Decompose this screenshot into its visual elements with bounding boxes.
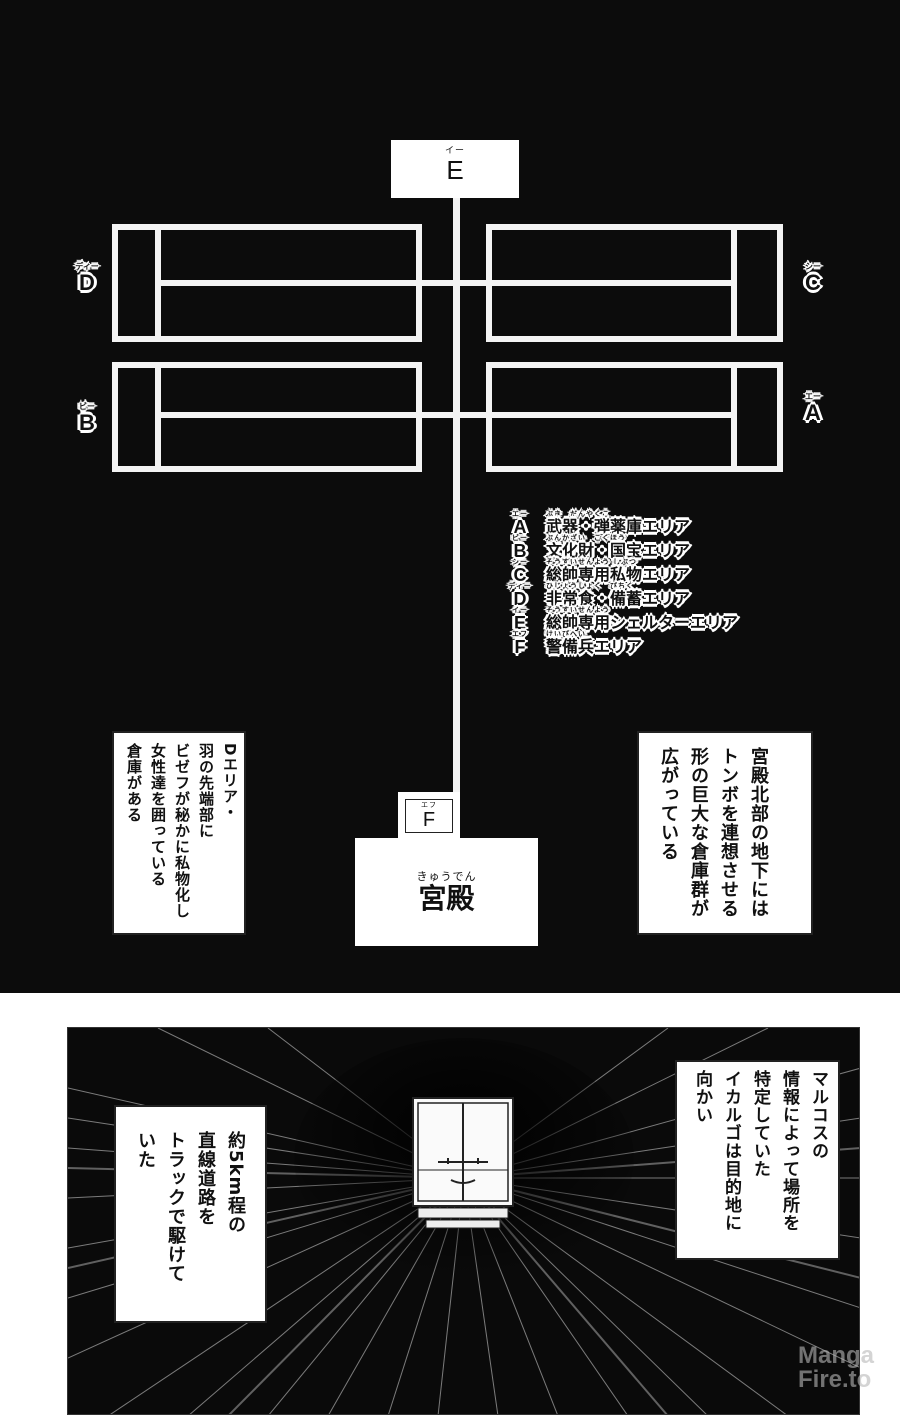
wing-c-corridor	[460, 280, 731, 286]
wing-a-divider	[731, 362, 737, 472]
wing-b-divider	[155, 362, 161, 472]
palace-ruby: きゅうでん	[416, 870, 477, 883]
watermark-line1: Manga	[797, 1342, 874, 1369]
wing-a-corridor	[460, 412, 731, 418]
wing-c-divider	[731, 224, 737, 342]
central-spine	[453, 198, 460, 838]
caption-left-top: Dエリア・ 羽の先端部に ビゼフが秘かに私物化し 女性達を囲っている 倉庫がある	[112, 731, 246, 935]
caption-left-bottom-text: 約5km程の 直線道路を トラックで駆けて いた	[135, 1131, 246, 1283]
area-f-ruby: エフ	[421, 801, 437, 809]
wing-d-divider	[155, 224, 161, 342]
caption-left-bottom: 約5km程の 直線道路を トラックで駆けて いた	[114, 1105, 267, 1323]
caption-right-top: 宮殿北部の地下には トンボを連想させる 形の巨大な倉庫群が 広がっている	[637, 731, 813, 935]
area-f-label: F	[422, 809, 436, 831]
watermark-line2: Fire.to	[797, 1366, 872, 1393]
caption-left-top-text: Dエリア・ 羽の先端部に ビゼフが秘かに私物化し 女性達を囲っている 倉庫がある	[125, 743, 239, 919]
palace-label: 宮殿	[418, 882, 475, 915]
watermark: Manga Fire.to	[798, 1344, 874, 1392]
caption-right-top-text: 宮殿北部の地下には トンボを連想させる 形の巨大な倉庫群が 広がっている	[658, 747, 769, 918]
area-f-box: エフ F	[398, 792, 460, 840]
truck-icon	[412, 1097, 514, 1229]
caption-right-bottom-text: マルコスの 情報によって場所を 特定していた イカルゴは目的地に 向かい	[692, 1070, 828, 1232]
area-e-label: E	[446, 155, 464, 185]
area-e-ruby: イー	[444, 146, 465, 156]
wing-b-corridor	[161, 412, 453, 418]
palace-box: きゅうでん 宮殿	[355, 838, 538, 946]
area-e-box: イー E	[391, 140, 519, 198]
caption-right-bottom: マルコスの 情報によって場所を 特定していた イカルゴは目的地に 向かい	[675, 1060, 840, 1260]
truck-panel: マルコスの 情報によって場所を 特定していた イカルゴは目的地に 向かい 約5k…	[67, 1027, 860, 1415]
wing-d-corridor	[161, 280, 453, 286]
